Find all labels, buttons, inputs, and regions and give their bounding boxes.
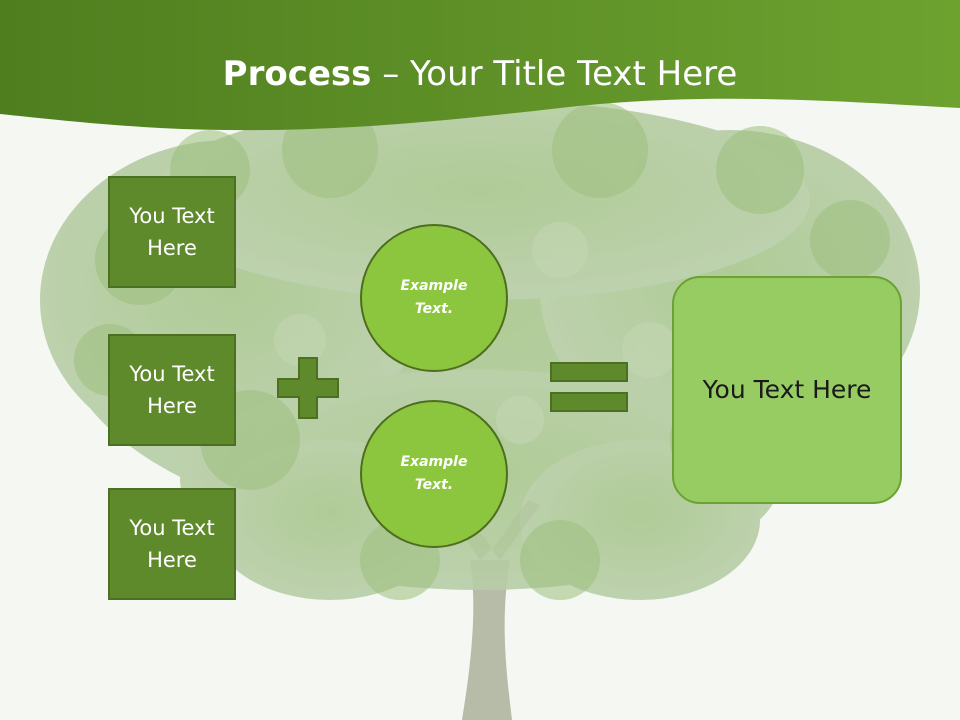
result-text: You Text Here xyxy=(702,375,872,404)
circle-line: Example xyxy=(400,278,468,294)
page-title: Process – Your Title Text Here xyxy=(0,52,960,96)
plus-icon xyxy=(277,357,339,419)
circle-line: Example xyxy=(400,454,468,470)
title-separator: – xyxy=(371,54,411,94)
circle-line: Text. xyxy=(414,477,454,493)
text-box-line: You Text xyxy=(129,362,215,386)
title-rest: Your Title Text Here xyxy=(410,54,738,94)
equals-bar-top xyxy=(550,362,628,382)
text-box-line: Here xyxy=(147,394,197,418)
text-box-line: Here xyxy=(147,236,197,260)
text-box-line: You Text xyxy=(129,204,215,228)
result-box[interactable]: You Text Here xyxy=(672,276,902,504)
circle-line: Text. xyxy=(414,301,454,317)
title-bold: Process xyxy=(222,54,372,94)
text-box-line: You Text xyxy=(129,516,215,540)
text-box-line: Here xyxy=(147,548,197,572)
header-banner xyxy=(0,0,960,131)
equals-bar-bottom xyxy=(550,392,628,412)
